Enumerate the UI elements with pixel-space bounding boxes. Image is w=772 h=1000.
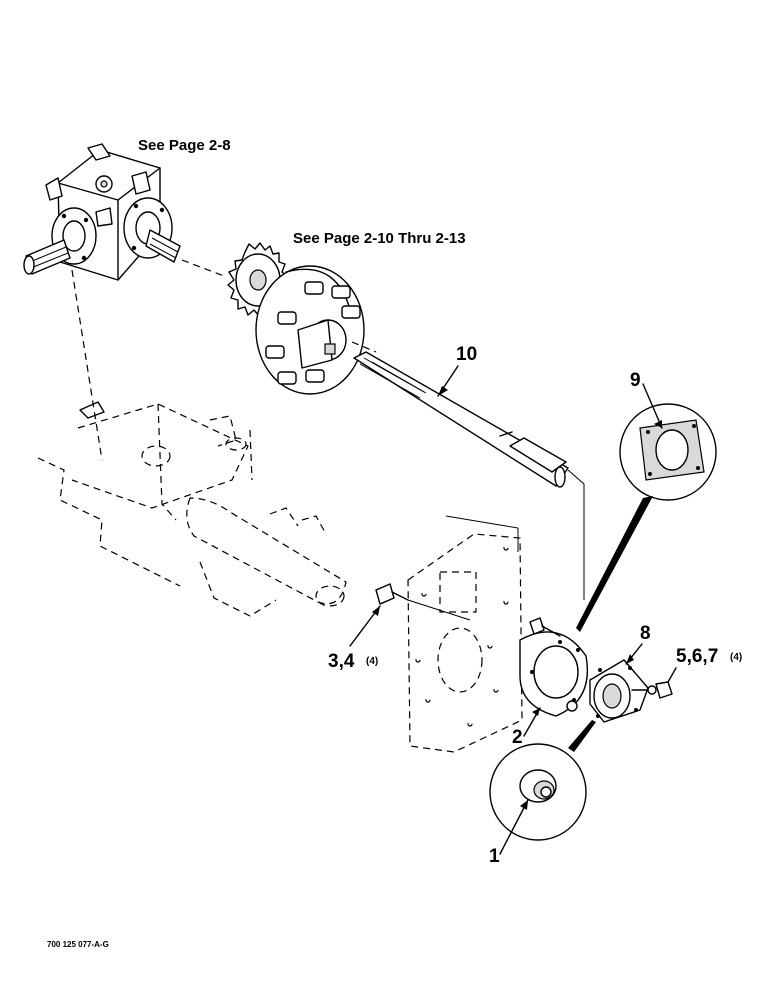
shaft-part-10 xyxy=(353,351,585,600)
reference-sprocket-hub: See Page 2-10 Thru 2-13 xyxy=(293,230,466,247)
reference-gearbox: See Page 2-8 xyxy=(138,137,231,154)
gearbox xyxy=(23,143,225,281)
sprocket-hub-assembly xyxy=(227,242,377,395)
hub-studs xyxy=(265,281,361,385)
callout-2: 2 xyxy=(512,727,523,748)
callout-3-4: 3,4 xyxy=(328,651,355,672)
callout-3-4-qty: (4) xyxy=(366,656,378,667)
callout-8: 8 xyxy=(640,623,651,644)
callout-10: 10 xyxy=(456,344,477,365)
callout-9: 9 xyxy=(630,370,641,391)
bearing-part-8 xyxy=(589,643,649,723)
callout-5-6-7-qty: (4) xyxy=(730,652,742,663)
bolt-part-3-4 xyxy=(349,583,471,647)
callout-10-arrowhead xyxy=(438,386,448,396)
callout-1: 1 xyxy=(489,846,500,867)
bearing-flange-part-2 xyxy=(519,617,588,737)
figure-code: 700 125 077-A-G xyxy=(47,940,109,949)
nut-part-5-6-7 xyxy=(647,667,677,699)
frame-outline xyxy=(37,269,347,617)
detail-circle-bushing-1 xyxy=(489,720,596,855)
callout-5-6-7: 5,6,7 xyxy=(676,646,718,667)
detail-circle-gasket-9 xyxy=(576,383,717,632)
mounting-plate xyxy=(407,515,523,753)
